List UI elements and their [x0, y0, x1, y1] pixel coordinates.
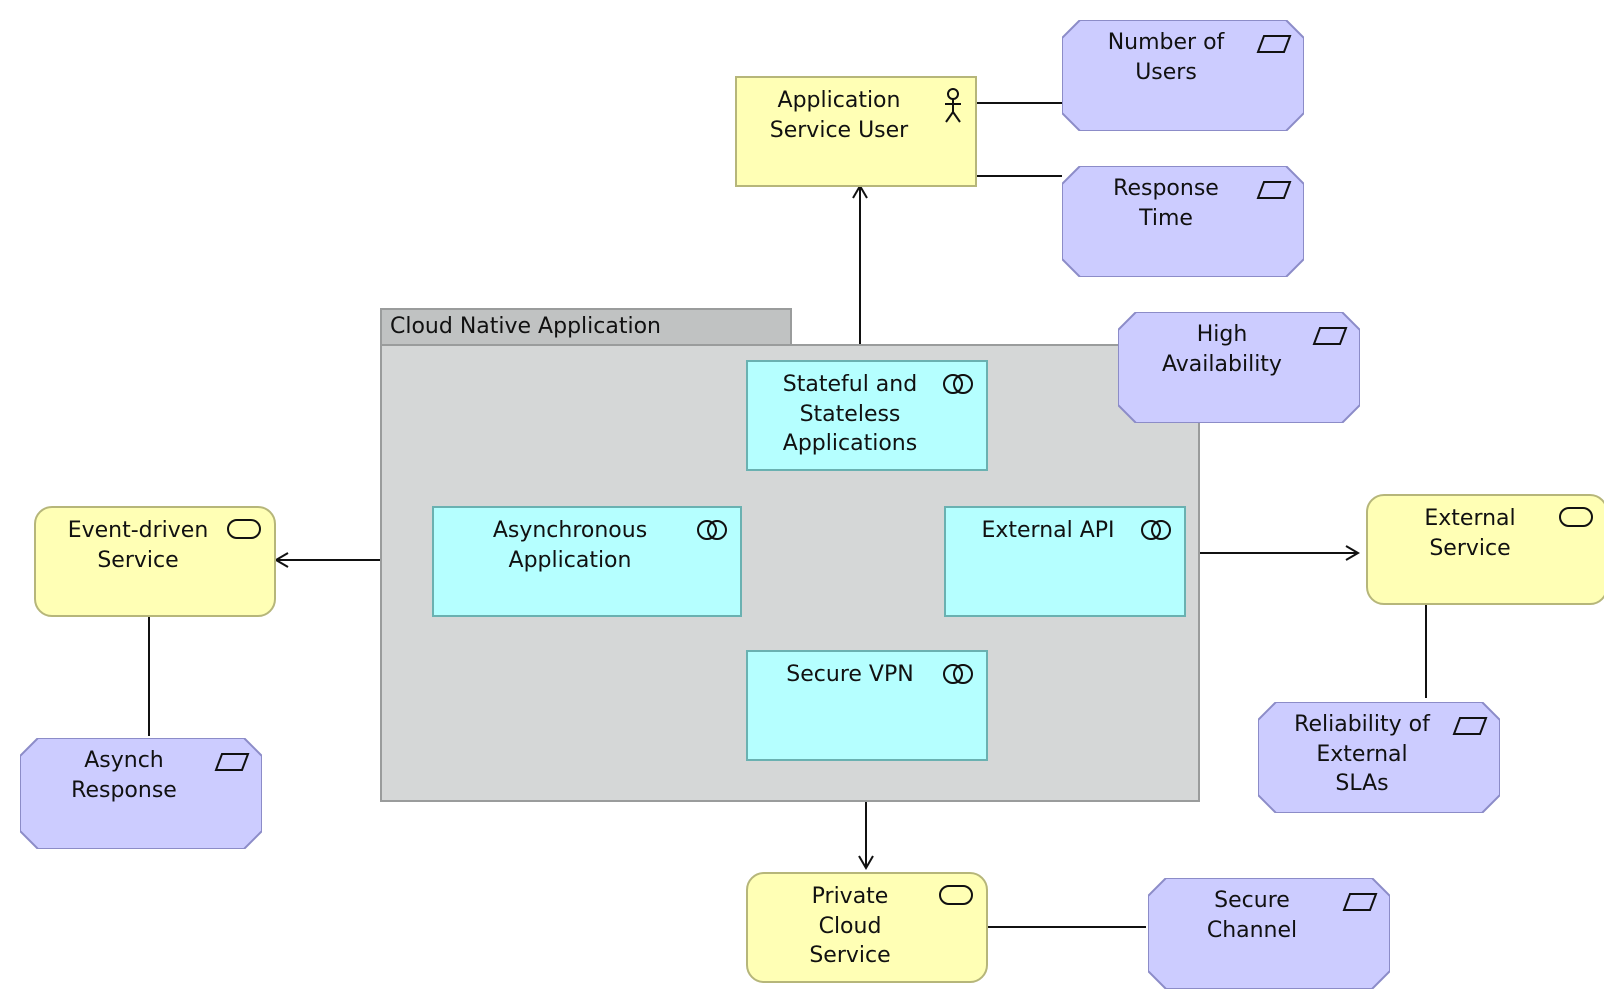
event-driven-service-node[interactable]: Event-driven Service [34, 506, 276, 617]
octagon-shape [1062, 20, 1304, 131]
number-of-users-node[interactable]: Number of Users [1062, 20, 1304, 131]
arrowhead-external [1345, 545, 1360, 561]
node-label: Private Cloud Service [809, 884, 891, 968]
service-pill-icon [939, 885, 973, 905]
interface-rings-icon [697, 520, 727, 540]
node-label: Asynchronous Application [492, 518, 648, 573]
node-label: Reliability of External SLAs [1294, 712, 1430, 796]
stateful-stateless-applications-node[interactable]: Stateful and Stateless Applications [746, 360, 988, 471]
parallelogram-icon [214, 753, 250, 771]
interface-rings-icon [1141, 520, 1171, 540]
node-label: High Availability [1162, 322, 1282, 377]
service-pill-icon [227, 519, 261, 539]
arrowhead-event [274, 552, 289, 568]
parallelogram-icon [1256, 181, 1292, 199]
node-label: Secure Channel [1206, 888, 1298, 943]
group-tab: Cloud Native Application [380, 308, 792, 346]
actor-icon [945, 88, 961, 123]
asynch-response-node[interactable]: Asynch Response [20, 738, 262, 849]
external-api-node[interactable]: External API [944, 506, 1186, 617]
response-time-node[interactable]: Response Time [1062, 166, 1304, 277]
external-service-node[interactable]: External Service [1366, 494, 1604, 605]
group-title: Cloud Native Application [390, 314, 661, 339]
application-service-user-node[interactable]: Application Service User [735, 76, 977, 187]
node-label: Asynch Response [71, 748, 177, 803]
service-pill-icon [1559, 507, 1593, 527]
interface-rings-icon [943, 664, 973, 684]
asynchronous-application-node[interactable]: Asynchronous Application [432, 506, 742, 617]
node-label: Response Time [1113, 176, 1219, 231]
node-label: Number of Users [1107, 30, 1225, 85]
node-label: External API [981, 518, 1115, 543]
node-label: Secure VPN [786, 662, 914, 687]
octagon-shape [1062, 166, 1304, 277]
parallelogram-icon [1312, 327, 1348, 345]
octagon-shape [1258, 702, 1500, 813]
secure-vpn-node[interactable]: Secure VPN [746, 650, 988, 761]
secure-channel-node[interactable]: Secure Channel [1148, 878, 1390, 989]
reliability-external-slas-node[interactable]: Reliability of External SLAs [1258, 702, 1500, 813]
node-label: Application Service User [769, 88, 909, 143]
private-cloud-service-node[interactable]: Private Cloud Service [746, 872, 988, 983]
high-availability-node[interactable]: High Availability [1118, 312, 1360, 423]
parallelogram-icon [1342, 893, 1378, 911]
node-label: Event-driven Service [67, 518, 209, 573]
interface-rings-icon [943, 374, 973, 394]
parallelogram-icon [1452, 717, 1488, 735]
node-label: Stateful and Stateless Applications [782, 372, 918, 456]
parallelogram-icon [1256, 35, 1292, 53]
octagon-shape [1148, 878, 1390, 989]
arrowhead-private [858, 855, 874, 870]
octagon-shape [20, 738, 262, 849]
octagon-shape [1118, 312, 1360, 423]
node-label: External Service [1424, 506, 1516, 561]
